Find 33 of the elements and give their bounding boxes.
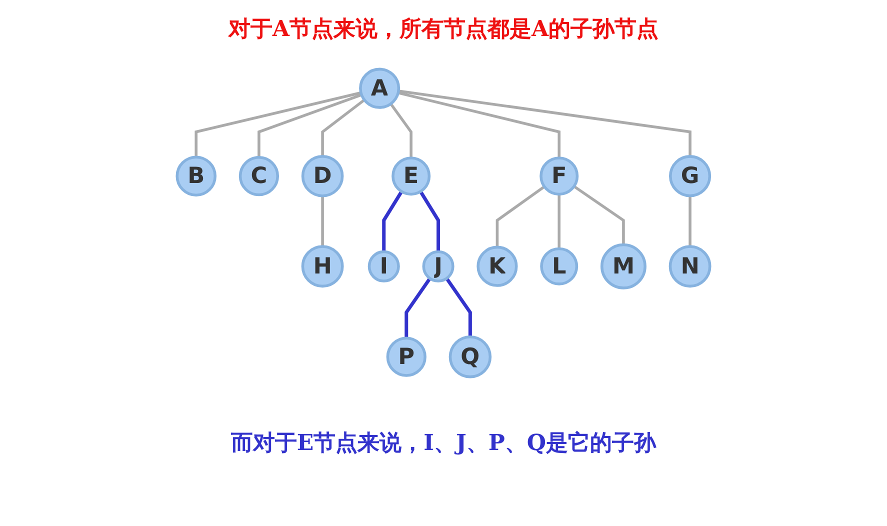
- connector: [321, 196, 324, 247]
- connector: [688, 196, 692, 247]
- connector: [404, 277, 432, 338]
- connector: [382, 190, 404, 252]
- connector: [390, 103, 412, 158]
- node-circle: E: [392, 156, 431, 196]
- connector: [321, 98, 366, 156]
- connector: [398, 90, 692, 156]
- node-circle: B: [176, 156, 217, 196]
- node-circle: H: [301, 245, 344, 288]
- connector: [194, 91, 362, 158]
- connector: [258, 94, 362, 158]
- node-circle: L: [540, 247, 578, 286]
- connector: [558, 194, 561, 249]
- connector: [496, 186, 546, 248]
- node-circle: C: [238, 156, 280, 196]
- node-circle: Q: [448, 335, 492, 378]
- connector: [419, 190, 440, 252]
- node-circle: I: [368, 250, 400, 282]
- title: 对于A节点来说，所有节点都是A的子孙节点: [227, 15, 660, 44]
- node-circle: M: [600, 243, 646, 290]
- node-circle: N: [668, 245, 712, 288]
- node-circle: D: [301, 154, 344, 198]
- connector: [445, 277, 472, 337]
- node-circle: P: [386, 336, 426, 377]
- node-circle: K: [476, 246, 518, 287]
- node-circle: G: [669, 155, 712, 198]
- connector: [398, 91, 561, 158]
- node-circle: F: [540, 156, 579, 196]
- connector: [573, 185, 625, 245]
- node-circle: J: [422, 250, 454, 282]
- caption: 而对于E节点来说，I、J、P、Q是它的子孙: [230, 429, 658, 458]
- node-circle: A: [359, 68, 400, 109]
